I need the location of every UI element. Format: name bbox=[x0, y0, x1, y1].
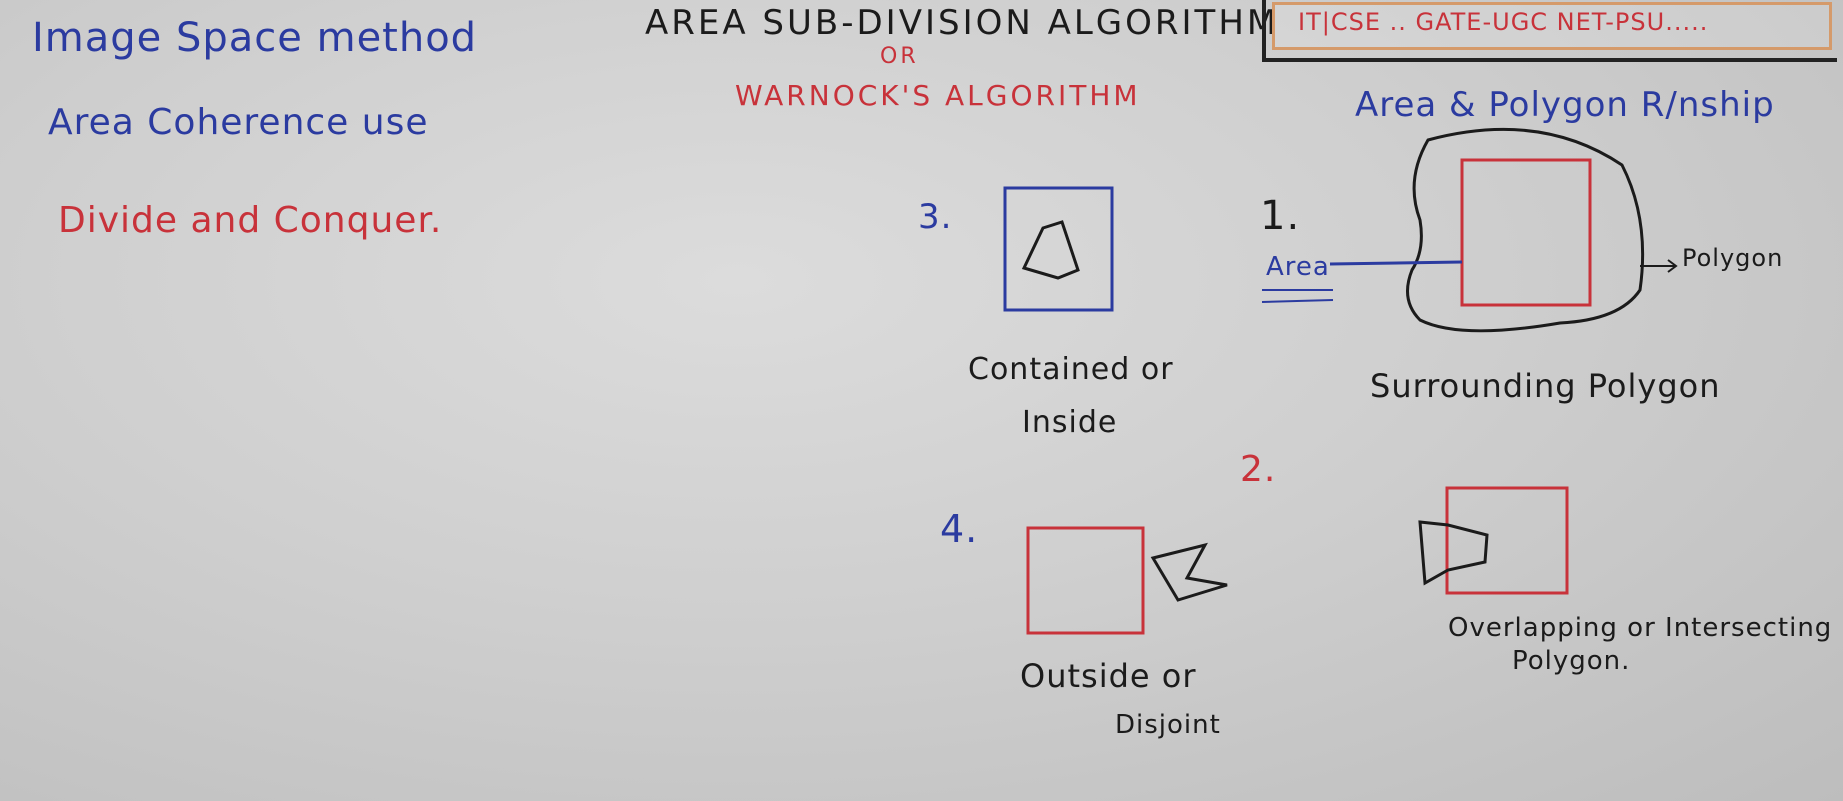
page-subtitle: WARNOCK'S ALGORITHM bbox=[735, 79, 1141, 112]
banner-frame bbox=[1262, 0, 1837, 62]
case3-area-square bbox=[1003, 186, 1114, 312]
case3-polygon bbox=[1021, 220, 1080, 280]
case2-caption-1: Overlapping or Intersecting bbox=[1448, 613, 1833, 643]
case4-polygon bbox=[1150, 542, 1228, 602]
case2-polygon bbox=[1418, 520, 1489, 586]
case4-caption-2: Disjoint bbox=[1115, 710, 1221, 740]
case2-number: 2. bbox=[1240, 449, 1277, 490]
case1-area-square bbox=[1460, 158, 1592, 307]
note-image-space: Image Space method bbox=[32, 15, 478, 61]
case2-area-square bbox=[1445, 486, 1569, 595]
note-divide-conquer: Divide and Conquer. bbox=[58, 200, 443, 241]
relationship-heading: Area & Polygon R/nship bbox=[1355, 85, 1775, 125]
case4-number: 4. bbox=[940, 507, 979, 551]
case1-caption: Surrounding Polygon bbox=[1370, 367, 1721, 405]
note-area-coherence: Area Coherence use bbox=[48, 102, 429, 143]
banner-text: IT|CSE .. GATE-UGC NET-PSU..... bbox=[1298, 8, 1709, 36]
case3-caption-1: Contained or bbox=[968, 352, 1174, 387]
case1-area-pointer bbox=[1329, 260, 1463, 266]
case3-number: 3. bbox=[918, 197, 953, 237]
case2-caption-2: Polygon. bbox=[1512, 646, 1631, 676]
case4-area-square bbox=[1026, 526, 1145, 635]
case1-number: 1. bbox=[1260, 193, 1301, 239]
banner-box bbox=[1272, 2, 1832, 50]
case1-surrounding-polygon bbox=[1406, 127, 1645, 333]
page-title: AREA SUB-DIVISION ALGORITHM bbox=[645, 3, 1280, 43]
case3-caption-2: Inside bbox=[1022, 405, 1118, 440]
case1-polygon-label: Polygon bbox=[1682, 244, 1784, 272]
case4-caption-1: Outside or bbox=[1020, 657, 1197, 695]
case1-area-label: Area bbox=[1266, 252, 1330, 282]
title-or: OR bbox=[880, 44, 919, 69]
case1-area-underline-2 bbox=[1261, 299, 1334, 303]
